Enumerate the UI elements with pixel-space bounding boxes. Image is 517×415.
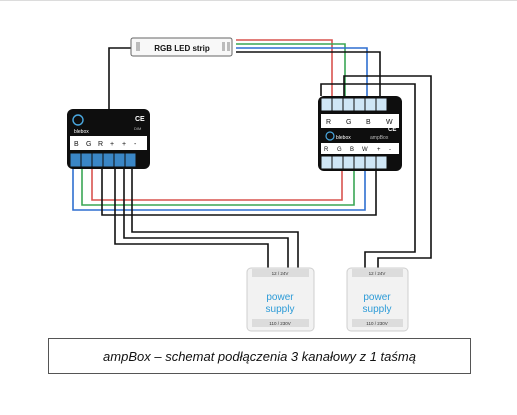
- wire-strip-blue: [236, 47, 368, 96]
- wire-signal-green: [81, 168, 355, 206]
- psu-left-line1: power: [266, 292, 294, 303]
- psu-right-voltage: 12 / 24V: [369, 271, 386, 276]
- wires-right-psu: [320, 75, 432, 268]
- psu-right-line1: power: [363, 292, 391, 303]
- wires-left-psu: [114, 168, 299, 268]
- wire-strip-left-black: [108, 47, 132, 109]
- wires-signal: [72, 168, 377, 216]
- right-ce: CE: [388, 127, 396, 133]
- psu-left: 12 / 24V power supply 110 / 230V: [246, 267, 315, 332]
- brand-logo-icon: [72, 114, 84, 126]
- top-border-line: [0, 0, 517, 1]
- left-connector-block: [69, 152, 137, 168]
- psu-left-line2: supply: [266, 304, 295, 315]
- right-bottom-terminal-5: -: [389, 147, 391, 153]
- wire-signal-red: [91, 168, 343, 201]
- right-brand: blebox: [336, 135, 351, 141]
- right-bottom-terminal-0: R: [324, 147, 329, 153]
- wire-strip-red: [236, 39, 333, 96]
- left-terminal-2: R: [98, 141, 103, 148]
- left-controller: blebox CE DIM B G R + + -: [67, 109, 150, 169]
- wires-strip-right: [236, 39, 381, 96]
- caption-box: ampBox – schemat podłączenia 3 kanałowy …: [48, 338, 471, 374]
- wire-strip-green: [236, 43, 346, 96]
- left-ce: CE: [135, 116, 145, 123]
- right-top-terminal-3: W: [386, 119, 393, 126]
- left-terminal-4: +: [122, 141, 126, 148]
- left-terminal-0: B: [74, 141, 79, 148]
- right-bottom-terminal-1: G: [337, 147, 342, 153]
- psu-left-input: 110 / 230V: [269, 321, 290, 326]
- right-connector-bottom: [320, 155, 388, 170]
- wires-strip-left: [108, 47, 132, 109]
- right-bottom-terminal-3: W: [362, 147, 368, 153]
- wire-right-psu-1: [320, 83, 416, 268]
- left-terminal-1: G: [86, 141, 91, 148]
- left-model: DIM: [134, 126, 141, 131]
- right-bottom-terminal-4: +: [377, 147, 381, 153]
- wire-strip-black: [236, 51, 381, 96]
- left-terminal-5: -: [134, 141, 137, 148]
- caption-text: ampBox – schemat podłączenia 3 kanałowy …: [103, 348, 416, 364]
- wire-signal-blue: [72, 168, 366, 211]
- psu-right-input: 110 / 230V: [366, 321, 387, 326]
- wire-left-psu-2: [123, 168, 289, 268]
- wire-left-psu-1: [114, 168, 269, 268]
- wire-left-psu-3: [131, 168, 299, 268]
- right-bottom-terminal-2: B: [350, 147, 354, 153]
- left-terminal-3: +: [110, 141, 114, 148]
- right-ampbox: R G B W blebox ampBox CE R G B W + -: [318, 96, 402, 171]
- right-top-terminal-1: G: [346, 119, 351, 126]
- wire-signal-black: [101, 168, 377, 216]
- left-brand: blebox: [74, 129, 89, 135]
- psu-left-voltage: 12 / 24V: [272, 271, 289, 276]
- right-top-terminal-0: R: [326, 119, 331, 126]
- strip-label: RGB LED strip: [154, 44, 210, 53]
- right-brand-logo-icon: [325, 131, 335, 141]
- wire-right-psu-2: [343, 75, 432, 268]
- right-model: ampBox: [370, 135, 389, 141]
- psu-right-line2: supply: [363, 304, 392, 315]
- right-top-terminal-2: B: [366, 119, 371, 126]
- right-connector-top: [320, 97, 388, 112]
- psu-right: 12 / 24V power supply 110 / 230V: [346, 267, 409, 332]
- rgb-led-strip: RGB LED strip: [130, 37, 233, 57]
